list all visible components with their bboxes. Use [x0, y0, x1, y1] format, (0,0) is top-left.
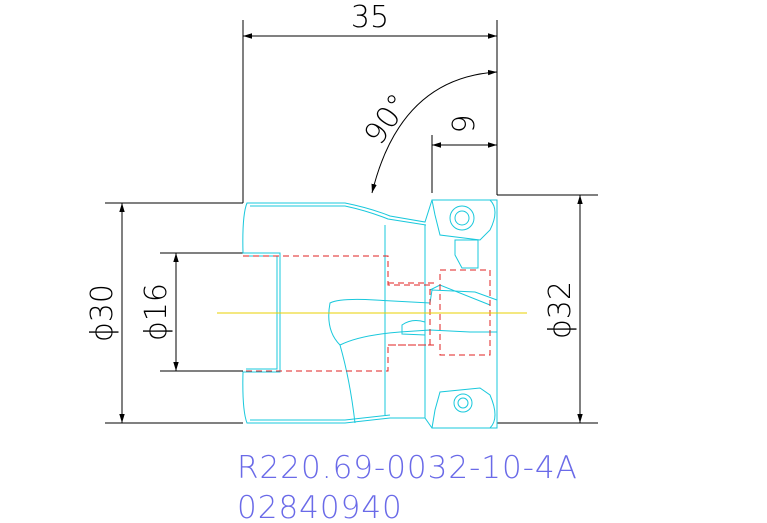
cutter-body-outline	[242, 199, 498, 429]
part-number: 02840940	[237, 490, 403, 523]
dim-label-angle: 90°	[358, 88, 417, 152]
dim-label-diameter-30: ϕ30	[85, 284, 120, 342]
dim-label-9: 9	[447, 114, 482, 133]
dimension-diameter-16: ϕ16	[139, 252, 243, 372]
part-code: R220.69-0032-10-4A	[237, 450, 578, 486]
dimension-width-9: 9	[431, 114, 497, 193]
dim-label-35: 35	[351, 0, 389, 35]
dim-label-diameter-16: ϕ16	[139, 283, 174, 341]
dimension-length-35: 35	[242, 0, 498, 203]
dim-label-diameter-32: ϕ32	[543, 281, 578, 339]
hidden-bore-lines	[243, 255, 491, 372]
part-label: R220.69-0032-10-4A 02840940	[237, 450, 578, 523]
dimension-diameter-30: ϕ30	[85, 202, 243, 424]
dimension-diameter-32: ϕ32	[497, 194, 598, 424]
